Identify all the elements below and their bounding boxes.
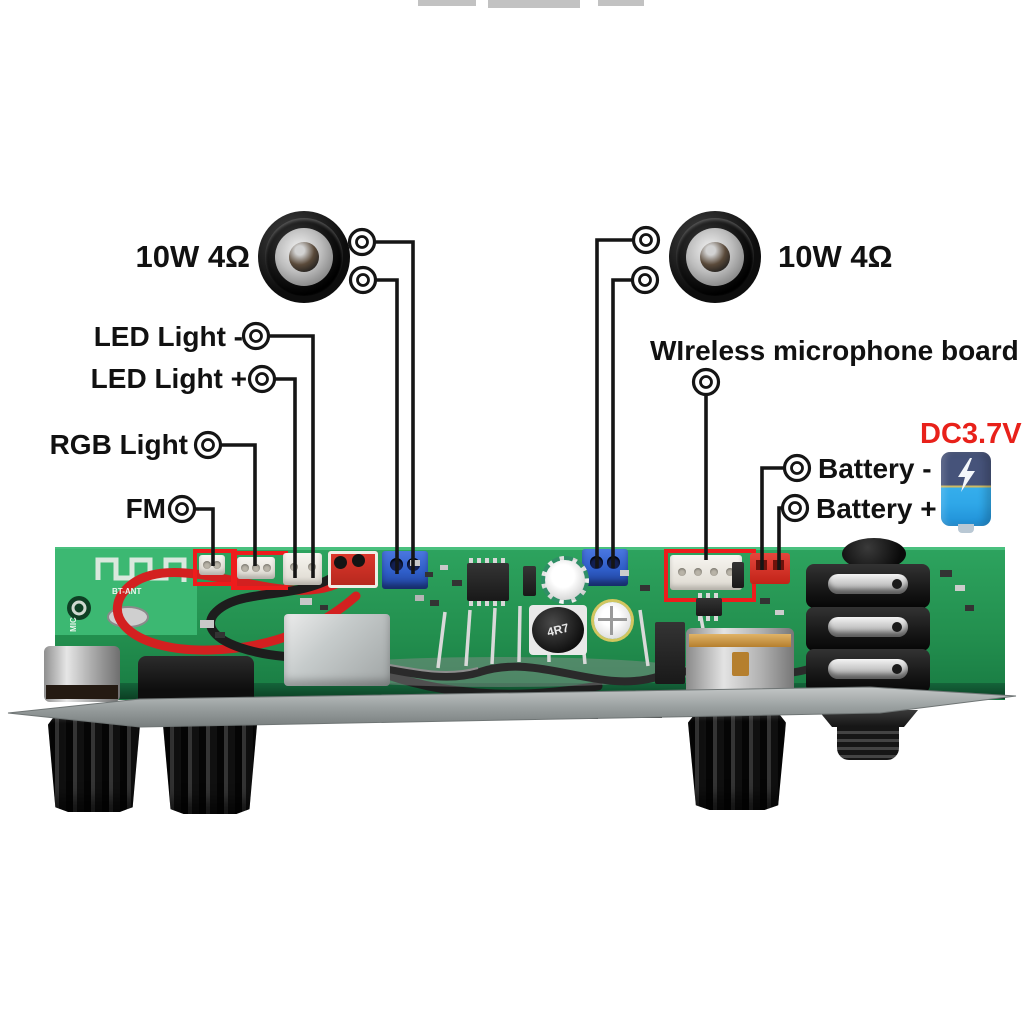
label-fm: FM — [125, 493, 166, 524]
lightning-bolt-icon — [958, 458, 975, 492]
label-dc-voltage: DC3.7V — [920, 418, 1022, 450]
watermark-fragment — [418, 0, 476, 6]
ic-chip — [467, 558, 509, 606]
speaker-dust-cap — [700, 242, 730, 272]
watermark-fragment — [488, 0, 580, 8]
label-battery-minus: Battery - — [818, 453, 932, 484]
silkscreen-bt-ant: BT-ANT — [112, 587, 142, 596]
potentiometer-left — [44, 646, 120, 702]
capacitor-black — [655, 622, 685, 684]
volume-knob-left — [48, 716, 140, 812]
mic-pad — [67, 596, 91, 620]
knob-right — [688, 714, 786, 810]
rgb-connector — [237, 557, 275, 579]
ring-fm — [167, 494, 197, 524]
label-led-minus: LED Light - — [93, 321, 243, 352]
battery-terminal-tab — [958, 524, 974, 533]
wireless-mic-connector — [670, 555, 742, 590]
line-led-plus — [275, 377, 297, 578]
label-battery-plus: Battery + — [816, 493, 937, 524]
audio-jack-3 — [806, 649, 930, 693]
mic-pad-ring — [71, 600, 87, 616]
wire-stub — [352, 554, 365, 567]
potentiometer-right — [686, 628, 794, 696]
ring-wireless-mic — [691, 367, 721, 397]
power-inductor: 4R7 — [532, 607, 584, 653]
ring-speaker-left-1 — [347, 227, 377, 257]
bluetooth-antenna-trace — [95, 557, 187, 582]
ring-led-plus — [247, 364, 277, 394]
ring-led-minus — [241, 321, 271, 351]
knob-center-left — [163, 716, 257, 814]
label-wireless-microphone: WIreless microphone board — [650, 335, 1019, 366]
speaker-right-terminal — [582, 549, 628, 586]
jack-threaded-barrel — [837, 726, 899, 760]
line-led-minus — [269, 334, 315, 578]
audio-jack-1 — [806, 564, 930, 608]
line-speaker-right-2 — [611, 278, 632, 568]
jack-hex-nut — [818, 710, 918, 727]
label-speaker-right: 10W 4Ω — [778, 239, 893, 274]
line-speaker-left-1 — [375, 240, 415, 574]
watermark-fragment — [598, 0, 644, 6]
diode — [732, 562, 744, 588]
label-rgb-light: RGB Light — [49, 429, 188, 460]
line-fm — [195, 507, 215, 566]
audio-jack-2 — [806, 607, 930, 651]
transistor — [523, 566, 536, 596]
annotation-lines — [195, 238, 784, 578]
wire-stub — [334, 556, 347, 569]
line-battery-minus — [760, 466, 784, 570]
line-battery-plus — [777, 506, 782, 570]
line-speaker-right-1 — [595, 238, 633, 568]
speaker-dust-cap — [289, 242, 319, 272]
speaker-right-image — [669, 211, 761, 303]
line-speaker-left-2 — [376, 278, 399, 574]
ring-speaker-left-2 — [348, 265, 378, 295]
trimmer-pot — [594, 602, 631, 639]
line-rgb — [221, 443, 257, 566]
ring-rgb — [193, 430, 223, 460]
ic-chip-small — [696, 593, 722, 621]
tf-card-slot — [284, 614, 390, 686]
fm-connector-highlight-box — [193, 549, 237, 586]
speaker-left-image — [258, 211, 350, 303]
label-led-plus: LED Light + — [90, 363, 247, 394]
callout-rings — [167, 225, 812, 524]
ring-battery-minus — [782, 453, 812, 483]
label-speaker-left: 10W 4Ω — [135, 239, 250, 274]
toroid-inductor — [541, 556, 589, 604]
ring-speaker-right-2 — [630, 265, 660, 295]
battery-icon — [941, 452, 991, 533]
ring-battery-plus — [780, 493, 810, 523]
ring-speaker-right-1 — [631, 225, 661, 255]
